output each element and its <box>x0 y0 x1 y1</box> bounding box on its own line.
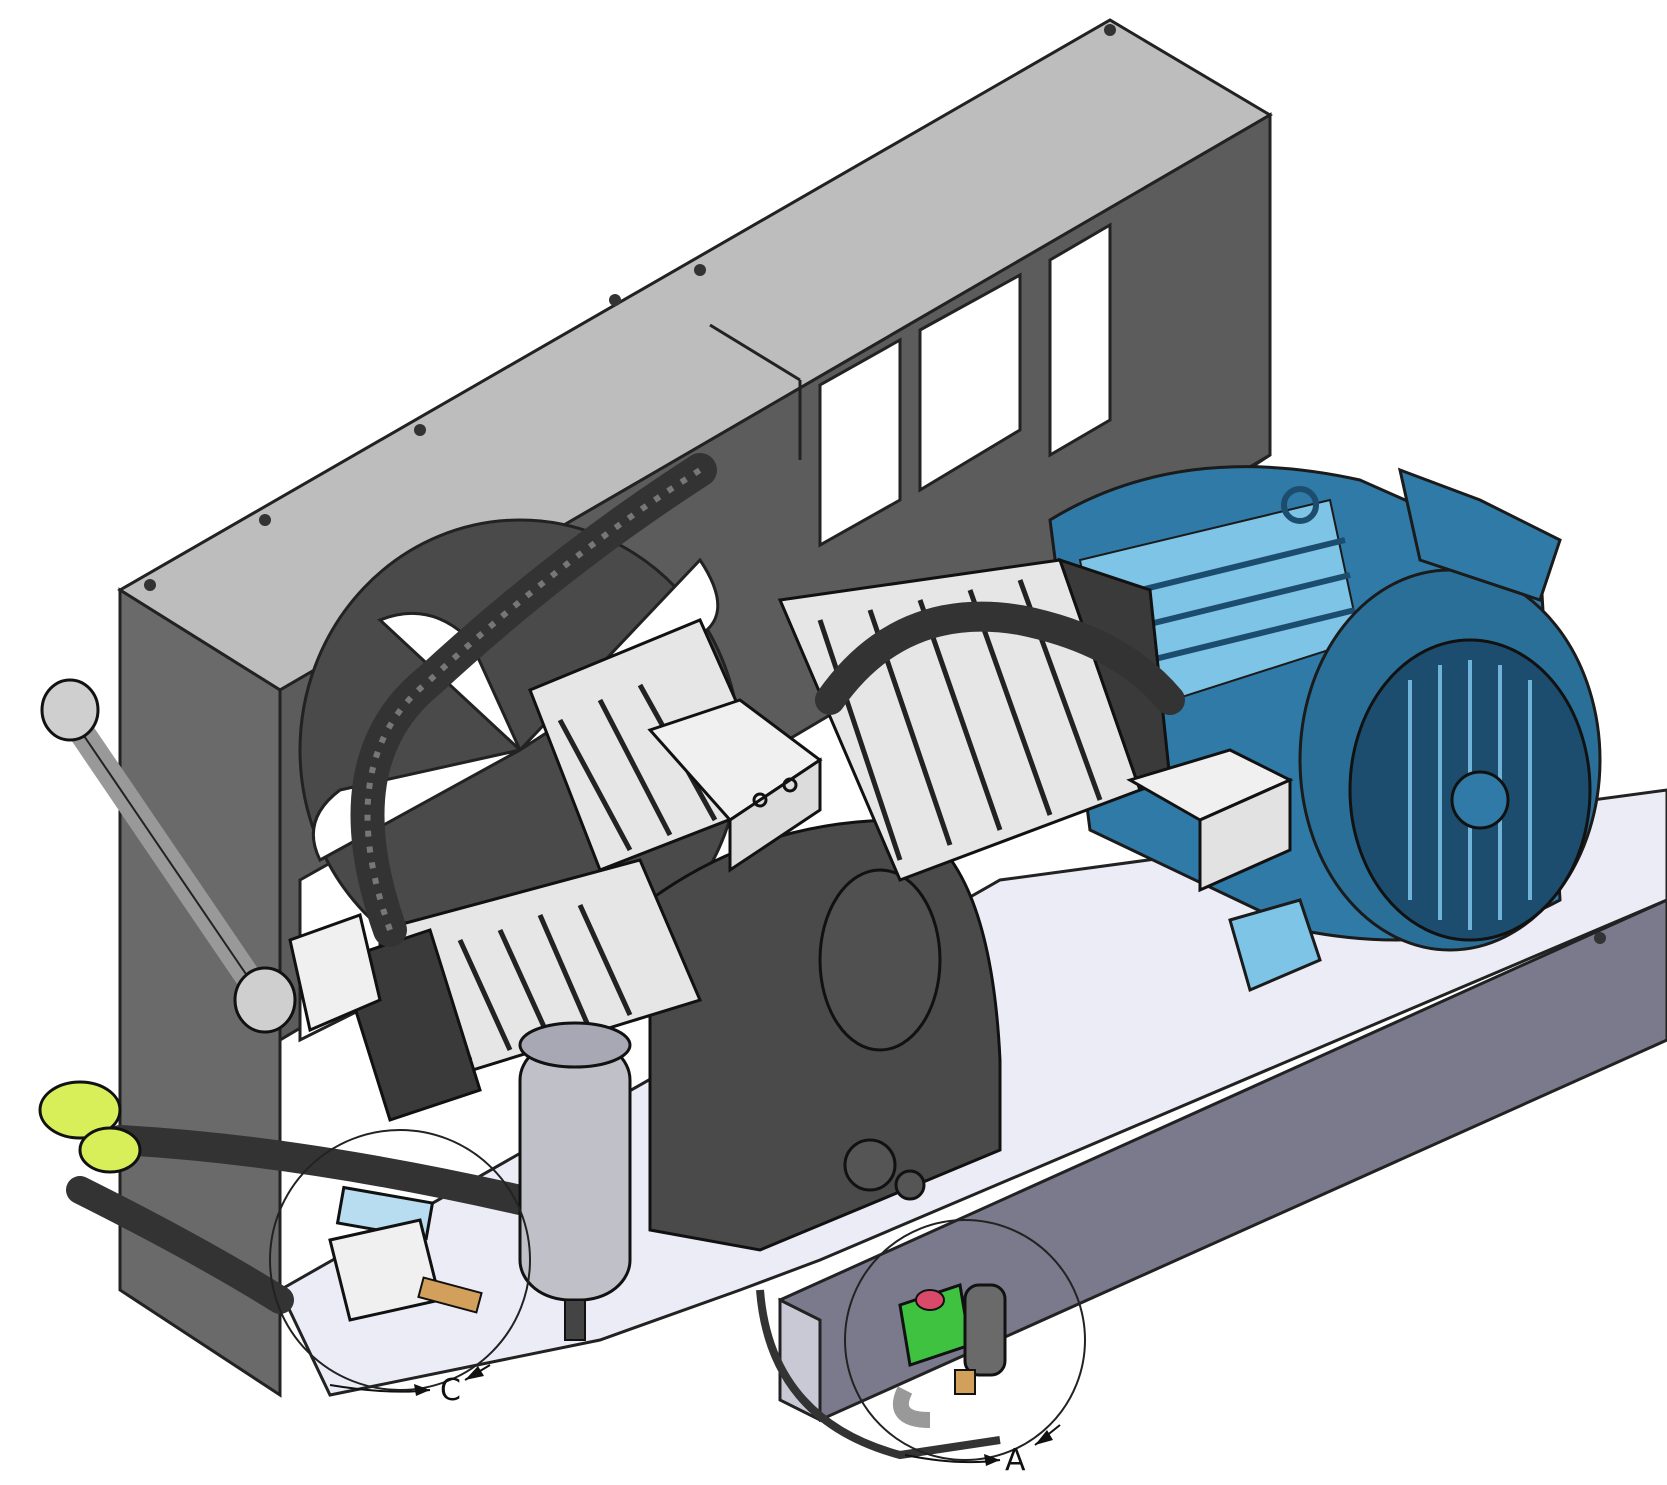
tank-drain <box>564 1299 586 1341</box>
frame-bolt <box>1104 24 1116 36</box>
frame-window-2 <box>1048 222 1112 458</box>
brass-valve <box>417 1276 483 1314</box>
elbow-fitting <box>40 678 100 742</box>
motor-terminal-box <box>1397 467 1562 602</box>
detail-callout-a: A <box>844 1219 1086 1478</box>
frame-bolt <box>259 514 271 526</box>
pressure-line <box>756 1289 1001 1460</box>
yellow-fitting <box>78 1126 142 1174</box>
frame-window-3 <box>818 337 902 548</box>
callout-label-c: C <box>440 1373 461 1408</box>
motor-hub <box>1450 770 1510 830</box>
valve-brass <box>954 1369 976 1395</box>
base-hole <box>1594 932 1606 944</box>
motor-foot <box>1228 898 1322 993</box>
electric-motor <box>1048 465 1602 993</box>
frame-seam <box>709 323 801 382</box>
motor-lifting-eye <box>1281 486 1319 524</box>
manifold-block-right-front <box>1198 777 1292 893</box>
hose-lower <box>105 1125 535 1215</box>
cylinder-fin <box>557 718 633 852</box>
tank-top <box>518 1021 632 1069</box>
frame-bolt <box>609 294 621 306</box>
frame-left-side <box>118 587 282 1398</box>
detail-callout-c: C <box>269 1129 531 1408</box>
cylinder-fin <box>497 928 553 1042</box>
callout-arrowhead <box>465 1366 484 1380</box>
cylinder-fin <box>597 698 673 837</box>
frame-bolt <box>414 424 426 436</box>
callout-circle <box>269 1129 531 1391</box>
cylinder-fin <box>817 619 903 861</box>
cylinder-fin <box>537 914 593 1031</box>
callout-circle <box>844 1219 1086 1461</box>
hose-right <box>815 601 1185 715</box>
cylinder-fin <box>577 903 633 1017</box>
solenoid-cap <box>915 1289 945 1311</box>
drain-plug <box>843 1138 897 1192</box>
tube-left-outline <box>79 729 251 981</box>
frame-bolt <box>144 579 156 591</box>
piping <box>38 453 1185 1460</box>
callout-arrowhead <box>1035 1430 1053 1445</box>
drain-plug <box>894 1169 926 1201</box>
elbow-fitting <box>233 966 297 1034</box>
manifold-block-left <box>288 913 382 1033</box>
solenoid-valve <box>892 1283 1007 1428</box>
frame-bolt <box>694 264 706 276</box>
crankcase-cover <box>818 868 942 1052</box>
callout-arrowhead <box>414 1384 430 1396</box>
frame-window-1 <box>918 272 1022 493</box>
block-hole <box>752 792 768 808</box>
yellow-fitting <box>38 1080 122 1140</box>
lower-valve-block <box>328 1218 442 1322</box>
callout-label-a: A <box>1005 1443 1026 1478</box>
valve-body <box>963 1283 1007 1377</box>
block-hole <box>782 777 798 793</box>
callout-arrowhead <box>984 1454 1000 1466</box>
tank-body <box>518 1038 632 1302</box>
hose-lower-2 <box>66 1176 294 1314</box>
cylinder-fin <box>457 938 513 1052</box>
valve-elbow <box>892 1386 931 1428</box>
corrugated-hose-inner <box>364 467 702 931</box>
separator-tank <box>518 1021 632 1341</box>
